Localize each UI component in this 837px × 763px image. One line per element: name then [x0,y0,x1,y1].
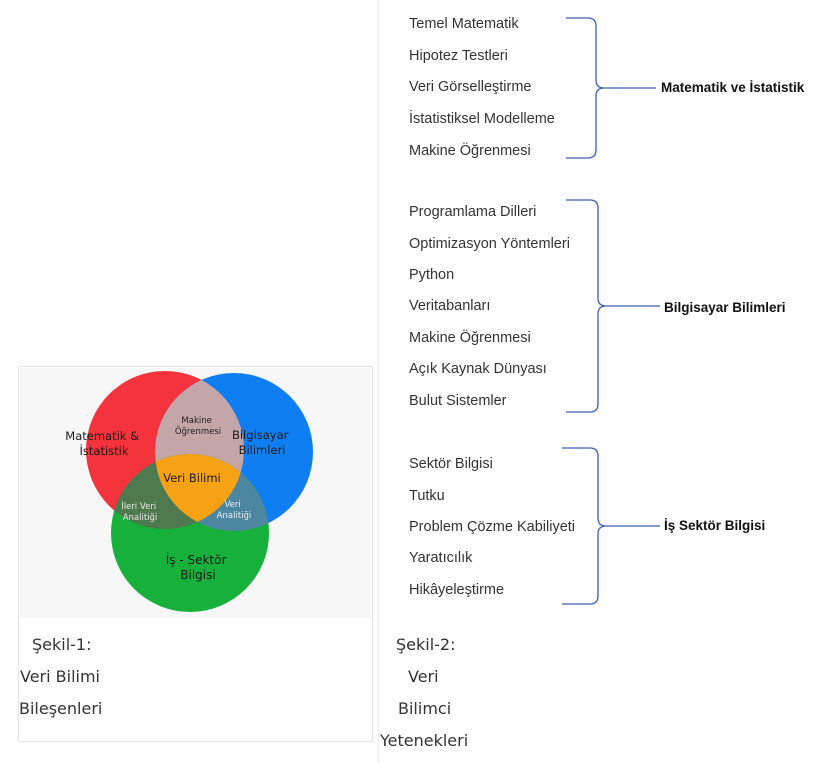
skill-item: Yaratıcılık [409,550,473,566]
figure1-frame [18,366,373,742]
skill-item: Tutku [409,488,445,504]
figure2-caption-line: Veri [408,667,439,686]
skill-item: Veri Görselleştirme [409,79,532,95]
machine-learning-overlap-label: Makine Öğrenmesi [175,416,221,437]
skill-item: Hipotez Testleri [409,48,508,64]
skill-item: Makine Öğrenmesi [409,143,531,159]
column-divider [378,0,379,763]
skill-item: Sektör Bilgisi [409,456,493,472]
figure2-caption-line: Yetenekleri [380,731,469,750]
skill-item: Açık Kaynak Dünyası [409,361,547,377]
skill-item: Bulut Sistemler [409,393,507,409]
group-title-business: İş Sektör Bilgisi [664,518,766,533]
venn-svg: Matematik & İstatistik Bilgisayar Biliml… [65,371,313,612]
data-science-center-label: Veri Bilimi [163,471,221,485]
advanced-analytics-overlap-label: İleri Veri Analitiği [121,501,159,523]
skill-item: Veritabanları [409,298,491,314]
skill-item: Programlama Dilleri [409,204,537,220]
skill-item: İstatistiksel Modelleme [409,111,555,127]
group-title-math: Matematik ve İstatistik [661,80,805,95]
skill-item: Problem Çözme Kabiliyeti [409,519,576,535]
venn-diagram: Matematik & İstatistik Bilgisayar Biliml… [20,368,371,618]
figure1-caption-line: Veri Bilimi [20,667,100,686]
brace-business [562,447,660,605]
venn-overlap-center [155,454,244,529]
skill-item: Python [409,267,455,283]
brace-cs [566,199,660,413]
skill-item: Temel Matematik [409,16,519,32]
skill-item: Hikâyeleştirme [409,582,505,598]
figure2-caption-line: Bilimci [398,699,452,718]
skill-item: Optimizasyon Yöntemleri [409,236,570,252]
figure2-caption-line: Şekil-2: [396,635,456,654]
figure1-caption-line: Bileşenleri [19,699,103,718]
figure1-caption-line: Şekil-1: [32,635,92,654]
business-set-label: İş - Sektör Bilgisi [166,552,231,582]
skill-item: Makine Öğrenmesi [409,330,531,346]
data-analytics-overlap-label: Veri Analitiği [217,500,252,521]
group-title-cs: Bilgisayar Bilimleri [664,300,786,315]
math-set-label: Matematik & İstatistik [65,429,142,458]
brace-math [566,17,656,159]
cs-set-label: Bilgisayar Bilimleri [232,428,292,457]
